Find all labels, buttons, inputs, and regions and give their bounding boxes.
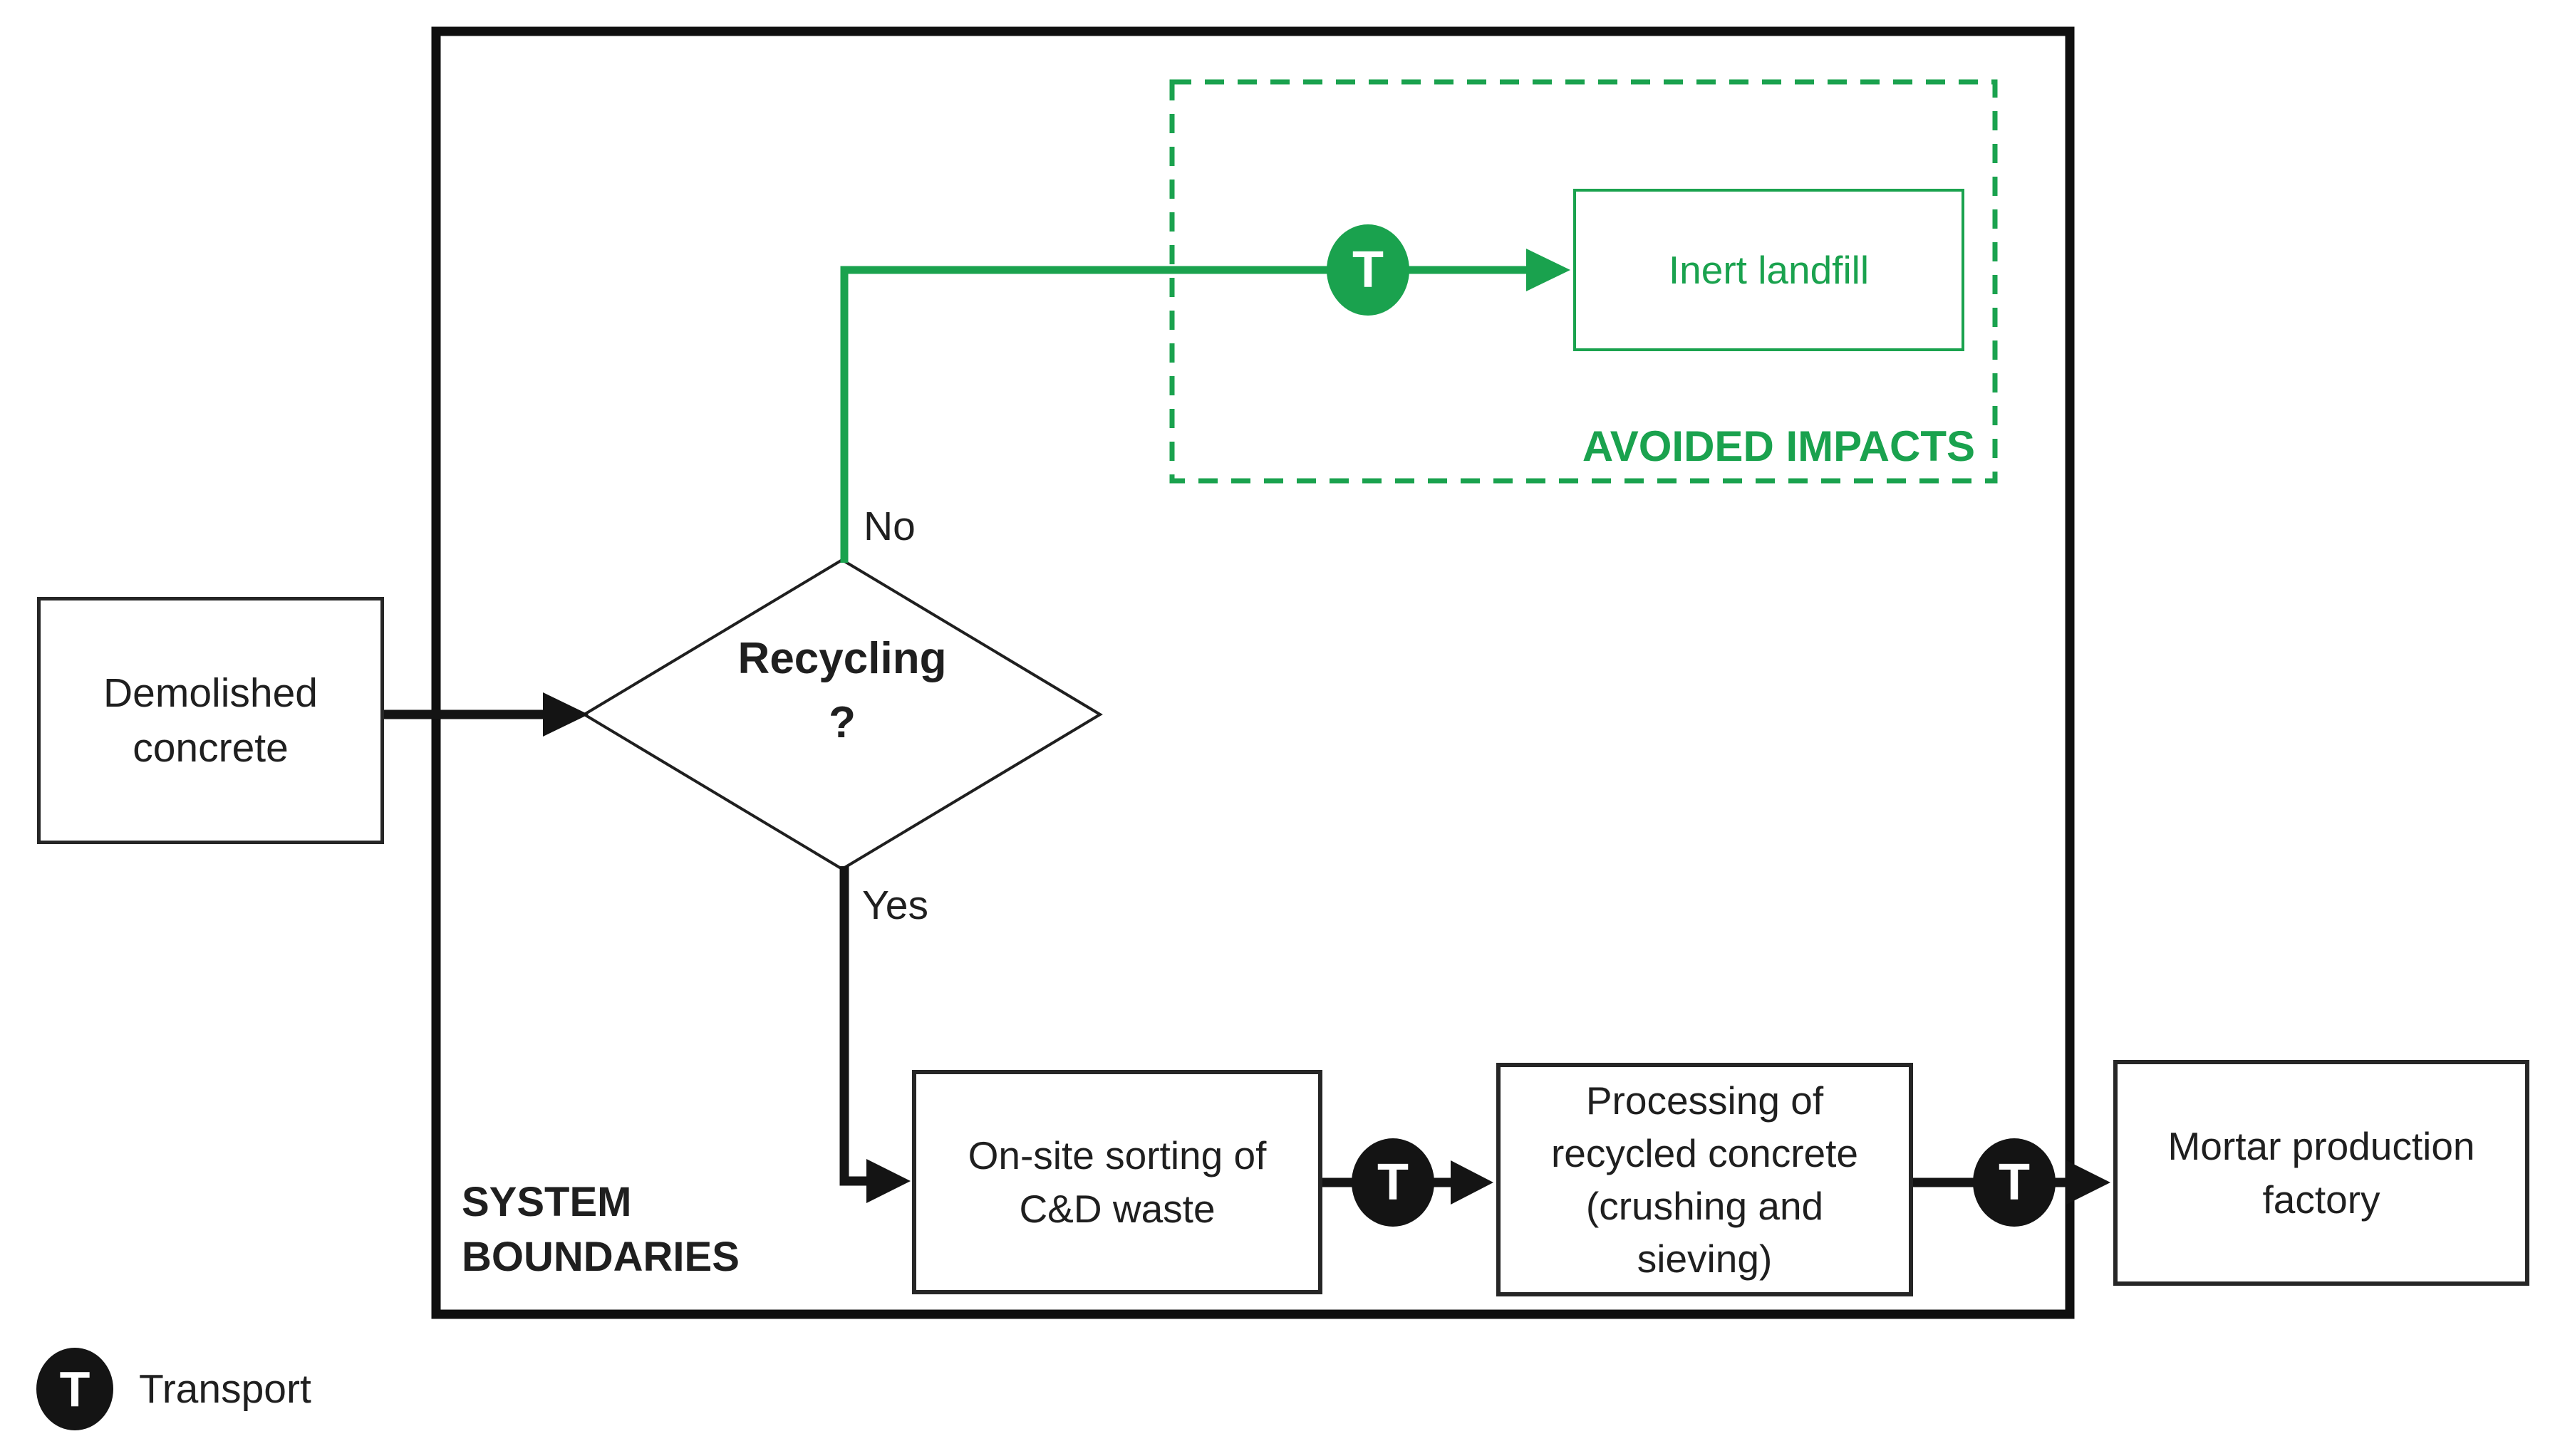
- inert-landfill-box: Inert landfill: [1573, 189, 1964, 351]
- yes-path-line: [839, 866, 871, 1186]
- avoided-impacts-region-label: AVOIDED IMPACTS: [1582, 422, 1975, 470]
- arrowhead-demolished-to-diamond: [543, 692, 589, 737]
- avoided-impacts-dashed-rect: [1169, 79, 1998, 484]
- transport-icon: T: [1352, 1138, 1434, 1227]
- processing-box: Processing of recycled concrete (crushin…: [1496, 1063, 1913, 1296]
- recycling-decision-title: Recycling: [737, 634, 947, 683]
- arrowhead-processing-to-mortar: [2066, 1160, 2110, 1205]
- onsite-sorting-label: On-site sorting of C&D waste: [968, 1133, 1267, 1231]
- processing-label: Processing of recycled concrete (crushin…: [1550, 1078, 1859, 1281]
- no-branch-label: No: [864, 504, 916, 549]
- legend: T Transport: [36, 1348, 311, 1430]
- demolished-concrete-label: Demolished concrete: [103, 670, 318, 771]
- legend-transport-label: Transport: [139, 1366, 311, 1412]
- arrowhead-no-to-inert-landfill: [1526, 249, 1570, 291]
- yes-branch-label: Yes: [862, 883, 928, 928]
- system-boundaries-region-label: SYSTEM BOUNDARIES: [462, 1179, 740, 1280]
- arrowhead-yes-to-onsite-sorting: [866, 1159, 911, 1203]
- no-path-line: [840, 266, 1529, 563]
- transport-symbol: T: [1377, 1154, 1409, 1211]
- arrowhead-onsite-to-processing: [1451, 1160, 1493, 1205]
- mortar-factory-box: Mortar production factory: [2113, 1060, 2529, 1286]
- transport-icon: T: [1327, 224, 1409, 316]
- recycling-decision-question-mark: ?: [829, 697, 856, 747]
- recycling-diamond-shape: [581, 558, 1103, 871]
- recycling-decision-label: Recycling ?: [664, 627, 1020, 755]
- onsite-sorting-box: On-site sorting of C&D waste: [912, 1070, 1322, 1294]
- transport-icon: T: [36, 1348, 113, 1430]
- transport-icon: T: [1973, 1138, 2056, 1227]
- transport-symbol: T: [1352, 241, 1384, 298]
- transport-symbol: T: [1999, 1154, 2030, 1211]
- system-boundary-rect: [431, 26, 2075, 1319]
- mortar-factory-label: Mortar production factory: [2167, 1124, 2475, 1222]
- inert-landfill-label: Inert landfill: [1668, 247, 1870, 292]
- transport-symbol: T: [59, 1361, 90, 1417]
- demolished-concrete-box: Demolished concrete: [37, 597, 384, 844]
